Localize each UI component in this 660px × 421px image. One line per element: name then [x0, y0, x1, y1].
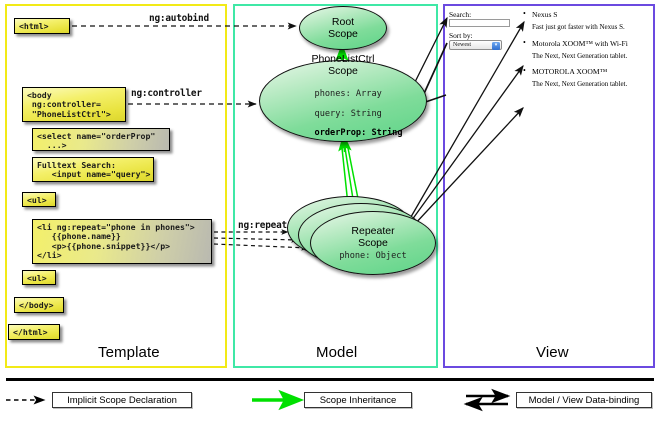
phone-snippet: The Next, Next Generation tablet. [532, 80, 628, 88]
edge-databind-list [400, 20, 525, 240]
phone-name: Motorola XOOM™ with Wi-Fi [523, 38, 651, 48]
view-search-label: Search: [449, 10, 472, 19]
chevron-down-icon[interactable]: ▾ [492, 42, 500, 50]
scope-root-title: Root Scope [328, 16, 358, 40]
scope-root: Root Scope [299, 6, 387, 50]
edge-label-ng-autobind: ng:autobind [149, 13, 209, 24]
code-box-html-open: <html> [14, 18, 70, 34]
legend-item-data-binding: Model / View Data-binding [516, 392, 652, 408]
list-item[interactable]: MOTOROLA XOOM™ The Next, Next Generation… [523, 66, 651, 88]
view-search-input[interactable] [449, 19, 510, 27]
legend-divider [6, 378, 654, 381]
code-box-html-close: </html> [8, 324, 60, 340]
panel-label-model: Model [316, 344, 358, 361]
code-box-li-repeat: <li ng:repeat="phone in phones"> {{phone… [32, 219, 212, 264]
code-box-ul-open: <ul> [22, 192, 56, 207]
panel-label-template: Template [98, 344, 160, 361]
scope-phonelistctrl: PhoneListCtrl Scope phones: Array query:… [259, 53, 427, 142]
phone-name: Nexus S [523, 9, 651, 19]
edge-label-ng-controller: ng:controller [131, 88, 202, 99]
edge-label-ng-repeat: ng:repeat [238, 220, 287, 231]
list-item[interactable]: Nexus S Fast just got faster with Nexus … [523, 9, 651, 31]
panel-label-view: View [536, 344, 569, 361]
edge-ng-repeat [214, 229, 309, 251]
code-box-select: <select name="orderProp" ...> [32, 128, 170, 151]
code-box-body-open: <body ng:controller= "PhoneListCtrl"> [22, 87, 126, 122]
scope-repeater-title: Repeater Scope [351, 224, 395, 249]
legend-item-implicit-scope: Implicit Scope Declaration [52, 392, 192, 408]
code-box-body-close: </body> [14, 297, 64, 313]
view-phone-list: Nexus S Fast just got faster with Nexus … [523, 9, 651, 96]
scope-phonelistctrl-title: PhoneListCtrl Scope [311, 53, 375, 78]
code-box-ul-close: <ul> [22, 270, 56, 285]
phone-snippet: The Next, Next Generation tablet. [532, 51, 628, 60]
view-sort-selected-value: Newest [453, 42, 471, 48]
scope-repeater: Repeater Scope phone: Object [310, 211, 436, 275]
view-sort-select[interactable]: Newest ▾ [449, 40, 502, 50]
scope-repeater-props: phone: Object [339, 250, 407, 261]
phone-snippet: Fast just got faster with Nexus S. [532, 23, 625, 31]
phone-name: MOTOROLA XOOM™ [523, 66, 651, 76]
view-content: Search: Sort by: Newest ▾ Nexus S Fast j… [449, 9, 651, 135]
code-box-search-input: Fulltext Search: <input name="query"> [32, 157, 154, 182]
panel-view [443, 4, 655, 368]
view-sort-label: Sort by: [449, 31, 473, 40]
scope-phonelistctrl-props: phones: Array query: String orderProp: S… [314, 89, 403, 139]
list-item[interactable]: Motorola XOOM™ with Wi-Fi The Next, Next… [523, 38, 651, 60]
legend-glyph-data-binding [463, 388, 511, 412]
legend-item-scope-inheritance: Scope Inheritance [304, 392, 412, 408]
